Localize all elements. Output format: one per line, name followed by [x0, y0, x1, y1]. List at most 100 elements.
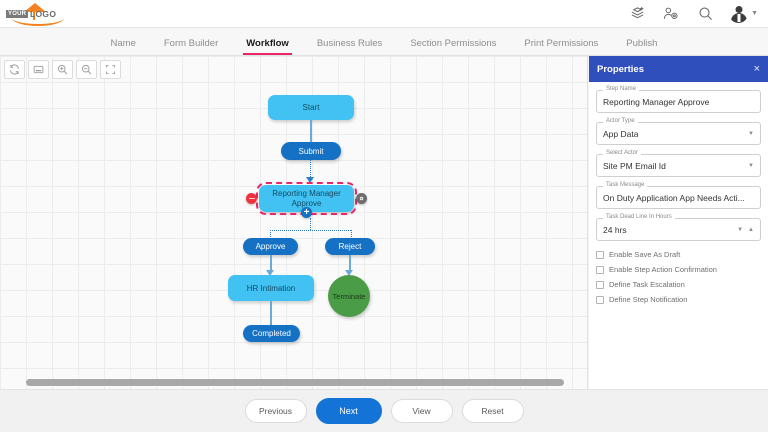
connector-rma-branch-stem [310, 218, 311, 230]
logo-your-text: YOUR [6, 9, 29, 18]
node-reporting-manager-approve[interactable]: Reporting Manager Approve [246, 182, 367, 218]
checkbox-row-task-escalation[interactable]: Define Task Escalation [596, 280, 761, 289]
tab-publish[interactable]: Publish [626, 38, 658, 49]
workflow-canvas[interactable]: Start Submit Reporting Manager Approve [0, 56, 588, 389]
checkbox-enable-save-as-draft[interactable] [596, 250, 604, 259]
header-icon-group: ▼ [627, 4, 768, 24]
logo-text: LOGO [30, 8, 57, 19]
checkbox-label-step-notification: Define Step Notification [609, 295, 688, 304]
properties-panel-body: Step Name Reporting Manager Approve Acto… [589, 82, 768, 304]
checkbox-label-task-escalation: Define Task Escalation [609, 280, 685, 289]
node-delete-handle[interactable] [246, 193, 257, 204]
node-reporting-manager-approve-label: Reporting Manager Approve [272, 188, 341, 208]
node-submit[interactable]: Submit [281, 142, 341, 160]
node-add-handle[interactable] [301, 207, 312, 218]
node-hr-intimation[interactable]: HR Intimation [228, 275, 314, 301]
node-approve-label: Approve [255, 242, 286, 251]
zoom-out-icon[interactable] [76, 60, 97, 79]
user-settings-icon[interactable] [661, 4, 681, 24]
properties-panel: Properties × Step Name Reporting Manager… [589, 56, 768, 389]
checkbox-label-save-as-draft: Enable Save As Draft [609, 250, 681, 259]
task-deadline-value: 24 hrs [603, 224, 627, 235]
fullscreen-icon[interactable] [100, 60, 121, 79]
node-settings-gear-icon[interactable] [356, 193, 367, 204]
app-header: YOUR LOGO [0, 0, 768, 28]
task-deadline-label: Task Dead Line In Hours [603, 214, 675, 220]
refresh-icon[interactable] [4, 60, 25, 79]
properties-panel-header: Properties × [589, 56, 768, 82]
step-name-value: Reporting Manager Approve [603, 96, 710, 107]
connector-rma-branch-bar [270, 230, 351, 231]
node-start[interactable]: Start [268, 95, 354, 120]
task-deadline-field[interactable]: Task Dead Line In Hours 24 hrs ▼ ▲ [596, 214, 761, 241]
node-submit-label: Submit [298, 146, 324, 156]
chevron-down-icon[interactable]: ▼ [748, 130, 754, 137]
task-message-field[interactable]: Task Message On Duty Application App Nee… [596, 182, 761, 209]
next-button[interactable]: Next [315, 398, 382, 424]
search-icon[interactable] [695, 4, 715, 24]
task-message-label: Task Message [603, 182, 648, 188]
layers-add-icon[interactable] [627, 4, 647, 24]
checkbox-define-task-escalation[interactable] [596, 280, 604, 289]
footer-actions: Previous Next View Reset [0, 389, 768, 432]
node-terminate-label: Terminate [332, 291, 366, 301]
chevron-down-icon[interactable]: ▼ [751, 10, 758, 17]
tab-section-permissions[interactable]: Section Permissions [410, 38, 497, 49]
stepper-up-icon[interactable]: ▲ [748, 226, 754, 233]
previous-button[interactable]: Previous [244, 399, 307, 423]
checkbox-row-save-as-draft[interactable]: Enable Save As Draft [596, 250, 761, 259]
tab-workflow[interactable]: Workflow [232, 38, 303, 55]
task-message-value: On Duty Application App Needs Acti... [603, 192, 745, 203]
view-button[interactable]: View [390, 399, 453, 423]
select-actor-label: Select Actor [603, 150, 642, 156]
tab-print-permissions[interactable]: Print Permissions [524, 38, 599, 49]
logo-post-icon [33, 10, 35, 20]
checkbox-row-step-notification[interactable]: Define Step Notification [596, 295, 761, 304]
connector-reject-terminate [349, 255, 351, 272]
select-actor-value: Site PM Email Id [603, 160, 666, 171]
app-logo[interactable]: YOUR LOGO [6, 2, 70, 26]
actor-type-value: App Data [603, 128, 639, 139]
task-deadline-stepper[interactable]: ▼ ▲ [737, 227, 754, 233]
node-completed-label: Completed [252, 329, 291, 338]
connector-start-submit [310, 120, 312, 142]
close-icon[interactable]: × [753, 62, 760, 75]
connector-branch-approve [270, 230, 271, 239]
node-reject[interactable]: Reject [325, 238, 375, 255]
logo-mark: YOUR LOGO [6, 2, 70, 26]
node-approve[interactable]: Approve [243, 238, 298, 255]
chevron-down-icon[interactable]: ▼ [748, 162, 754, 169]
node-completed[interactable]: Completed [243, 325, 300, 342]
logo-roof-icon [24, 2, 46, 12]
tab-business-rules[interactable]: Business Rules [316, 38, 383, 49]
tab-form-builder[interactable]: Form Builder [163, 38, 219, 49]
actor-type-field[interactable]: Actor Type App Data ▼ [596, 118, 761, 145]
properties-panel-title: Properties [597, 63, 644, 75]
connector-hr-completed [270, 301, 272, 326]
actor-type-label: Actor Type [603, 118, 638, 124]
zoom-in-icon[interactable] [52, 60, 73, 79]
avatar-menu[interactable]: ▼ [729, 4, 758, 23]
reset-button[interactable]: Reset [461, 399, 524, 423]
avatar[interactable] [729, 4, 749, 23]
checkbox-row-step-action-confirmation[interactable]: Enable Step Action Confirmation [596, 265, 761, 274]
connector-submit-rma [310, 160, 311, 179]
checkbox-enable-step-action-confirmation[interactable] [596, 265, 604, 274]
node-terminate[interactable]: Terminate [328, 275, 370, 317]
node-hr-intimation-label: HR Intimation [246, 283, 296, 293]
select-actor-field[interactable]: Select Actor Site PM Email Id ▼ [596, 150, 761, 177]
node-reject-label: Reject [338, 242, 362, 251]
node-start-label: Start [302, 103, 320, 112]
canvas-horizontal-scrollbar[interactable] [26, 379, 564, 386]
connector-branch-reject [351, 230, 352, 239]
stepper-down-icon[interactable]: ▼ [737, 226, 744, 233]
fit-screen-icon[interactable] [28, 60, 49, 79]
avatar-head [735, 6, 743, 13]
step-name-field[interactable]: Step Name Reporting Manager Approve [596, 86, 761, 113]
checkbox-define-step-notification[interactable] [596, 295, 604, 304]
tab-name[interactable]: Name [110, 38, 136, 49]
canvas-toolbar [4, 60, 121, 79]
step-name-label: Step Name [603, 86, 640, 92]
arrow-submit-rma [306, 177, 314, 183]
